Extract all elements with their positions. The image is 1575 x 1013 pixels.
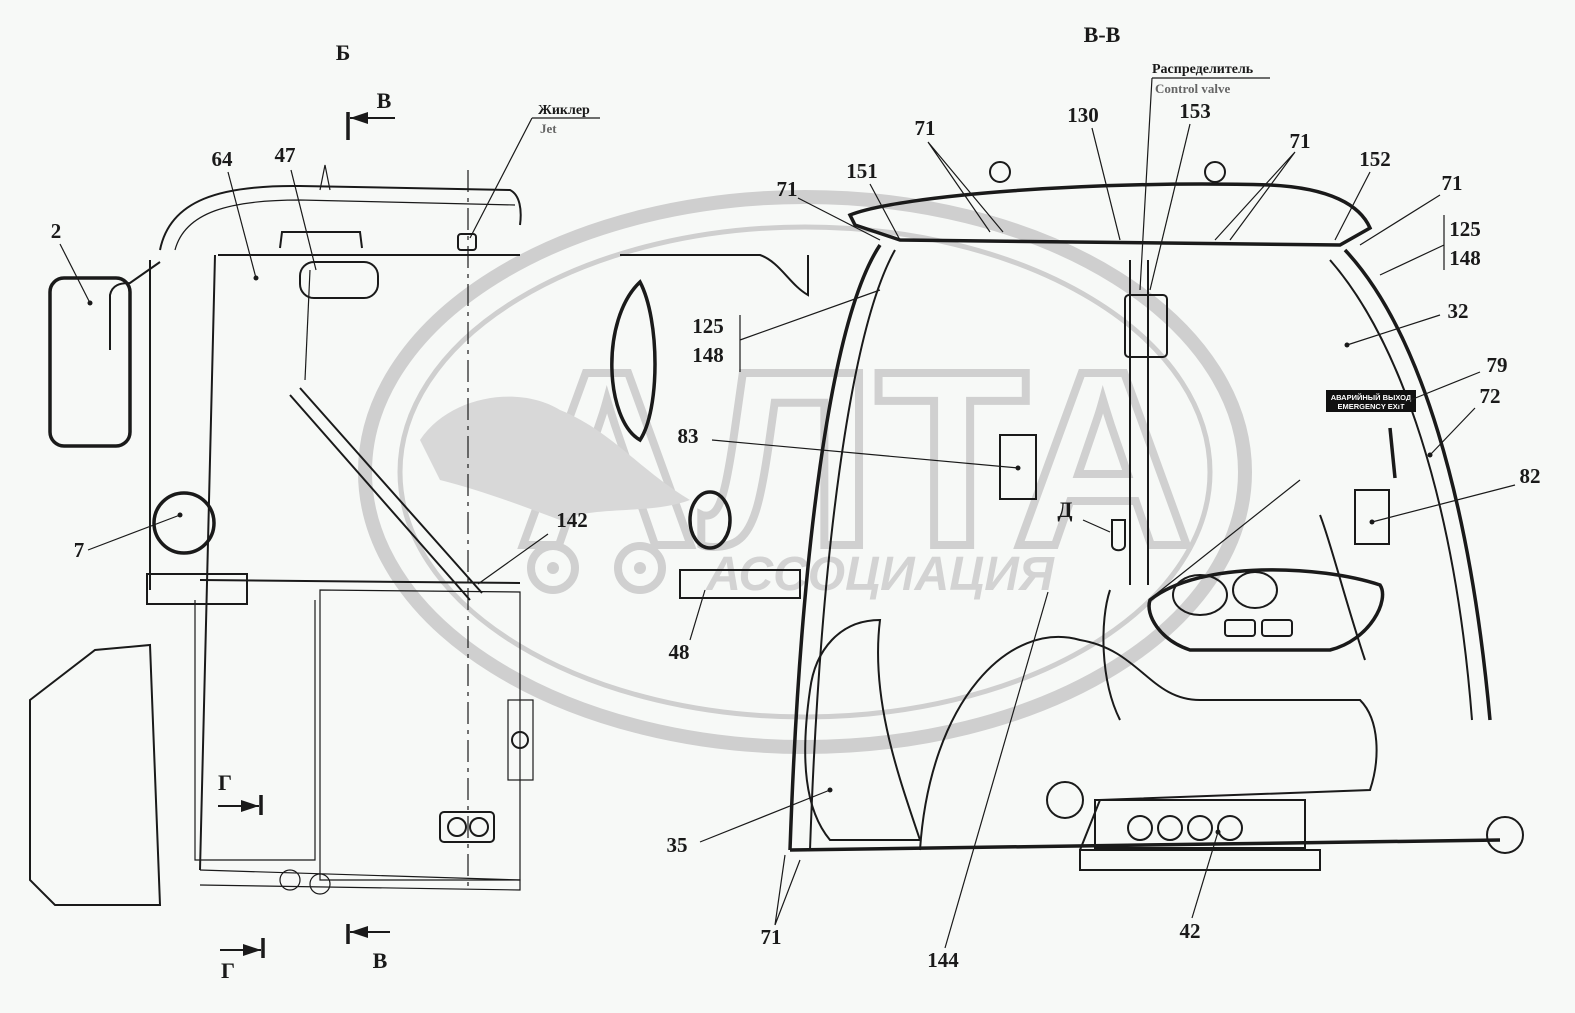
section-marker-g-upper: Г [218,770,263,815]
watermark-sub-text: АССОЦИАЦИЯ [705,548,1055,601]
callout-72: 72 [1480,384,1501,408]
svg-text:АВАРИЙНЫЙ ВЫХОД: АВАРИЙНЫЙ ВЫХОД [1331,393,1412,402]
detail-d-part [1111,519,1126,552]
battery-box [1094,799,1306,849]
callout-144: 144 [927,948,959,972]
view-title-b: Б [336,40,351,65]
mirror-arm [109,261,161,350]
svg-text:EMERGENCY EXIT: EMERGENCY EXIT [1338,402,1405,411]
wiper-arm [289,387,483,601]
pedal-lever [1319,514,1366,661]
detail-d-label: Д [1057,497,1072,522]
callout-71: 71 [915,116,936,140]
lifting-eye [1204,161,1226,183]
callout-153: 153 [1179,99,1211,123]
svg-text:Г: Г [218,770,232,795]
svg-text:В: В [377,88,392,113]
callout-7: 7 [74,538,85,562]
front-pillar [788,244,882,851]
windshield-bottom [199,579,521,584]
callout-71: 71 [1442,171,1463,195]
callout-42: 42 [1180,919,1201,943]
gauge-dial [1232,571,1278,609]
watermark-gear-icon [614,542,666,594]
door-panel-right-view [804,618,922,841]
roof [847,182,1373,247]
callout-142: 142 [556,508,588,532]
callout-83: 83 [678,424,699,448]
floor [789,838,1501,852]
svg-text:Г: Г [221,958,235,983]
a-pillar [149,254,216,871]
callout-32: 32 [1448,299,1469,323]
callout-125: 125 [692,314,724,338]
emergency-handle [1388,427,1397,479]
callout-48: 48 [669,640,690,664]
svg-text:Control valve: Control valve [1155,81,1230,96]
side-mirror-right-view [610,279,657,443]
emergency-exit-sticker [1326,390,1416,412]
callouts-right: 71 151 71 130 153 71 152 71 125 148 125 … [667,99,1541,972]
interior-mirror [299,261,379,299]
instrument-panel [1147,568,1385,652]
washer-jet [457,233,477,251]
control-valve [1124,294,1168,358]
gauge-bracket [146,573,248,605]
pressure-gauge [152,491,216,555]
callout-148: 148 [692,343,724,367]
watermark: АЛТА АССОЦИАЦИЯ [358,190,1252,754]
callout-151: 151 [846,159,878,183]
section-marker-g-lower: Г [220,938,265,983]
callout-71: 71 [1290,129,1311,153]
callout-71: 71 [777,177,798,201]
side-console [919,635,1378,851]
work-lamp [439,811,495,843]
watermark-inner-ellipse [397,224,1213,720]
callout-82: 82 [1520,464,1541,488]
svg-text:Jet: Jet [540,121,557,136]
fender [29,643,162,906]
callout-71: 71 [761,925,782,949]
work-light [688,490,732,550]
antenna [319,164,331,191]
lifting-eye [989,161,1011,183]
section-marker-v-bottom: В [346,924,390,973]
control-valve-note: Распределитель Control valve [1139,62,1270,291]
light-bracket [679,569,801,599]
door-panel [194,600,316,861]
callout-148: 148 [1449,246,1481,270]
view-title-v-v: В-В [1084,22,1121,47]
callout-79: 79 [1487,353,1508,377]
switch-panel [507,699,534,781]
jet-note: Жиклер Jet [469,103,600,239]
roof-outline [159,184,522,251]
callout-125: 125 [1449,217,1481,241]
mirror-arm-right-view [620,254,809,297]
callout-35: 35 [667,833,688,857]
lower-panel [319,589,521,881]
svg-text:Жиклер: Жиклер [538,103,590,118]
watermark-animal-icon [420,396,690,520]
label-plate-83 [999,434,1037,500]
view-v-section: АВАРИЙНЫЙ ВЫХОД EMERGENCY EXIT [610,161,1524,871]
view-b-front [29,164,534,906]
callout-152: 152 [1359,147,1391,171]
roof-handle [279,231,363,249]
callout-64: 64 [212,147,234,171]
callout-47: 47 [275,143,296,167]
joystick [1102,589,1121,721]
label-plate-82 [1354,489,1390,545]
callout-2: 2 [51,219,62,243]
gauge-dial [1172,574,1228,616]
svg-text:Распределитель: Распределитель [1152,62,1254,77]
section-marker-v-top: В [346,88,395,140]
svg-text:В: В [373,948,388,973]
watermark-gear-icon [527,542,579,594]
callout-130: 130 [1067,103,1099,127]
center-post [1129,260,1149,585]
rear-pillar [1343,248,1492,721]
side-mirror [48,276,132,448]
